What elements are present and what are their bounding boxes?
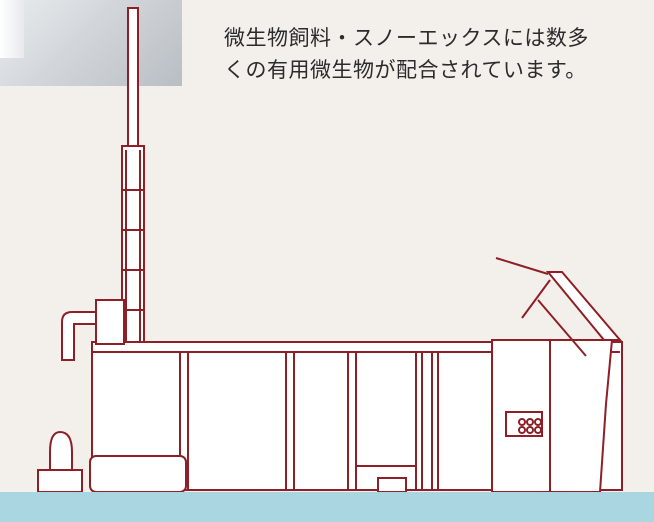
lower-tank	[89, 455, 187, 493]
inlet-pipe	[61, 311, 97, 361]
ground-band	[0, 492, 654, 522]
photo-sheen	[0, 0, 24, 58]
chimney-pipe	[127, 7, 139, 149]
photo-corner	[0, 0, 182, 86]
caption-text: 微生物飼料・スノーエックスには数多 くの有用微生物が配合されています。	[224, 26, 589, 82]
inclined-arm	[545, 271, 623, 341]
control-block	[95, 299, 125, 345]
